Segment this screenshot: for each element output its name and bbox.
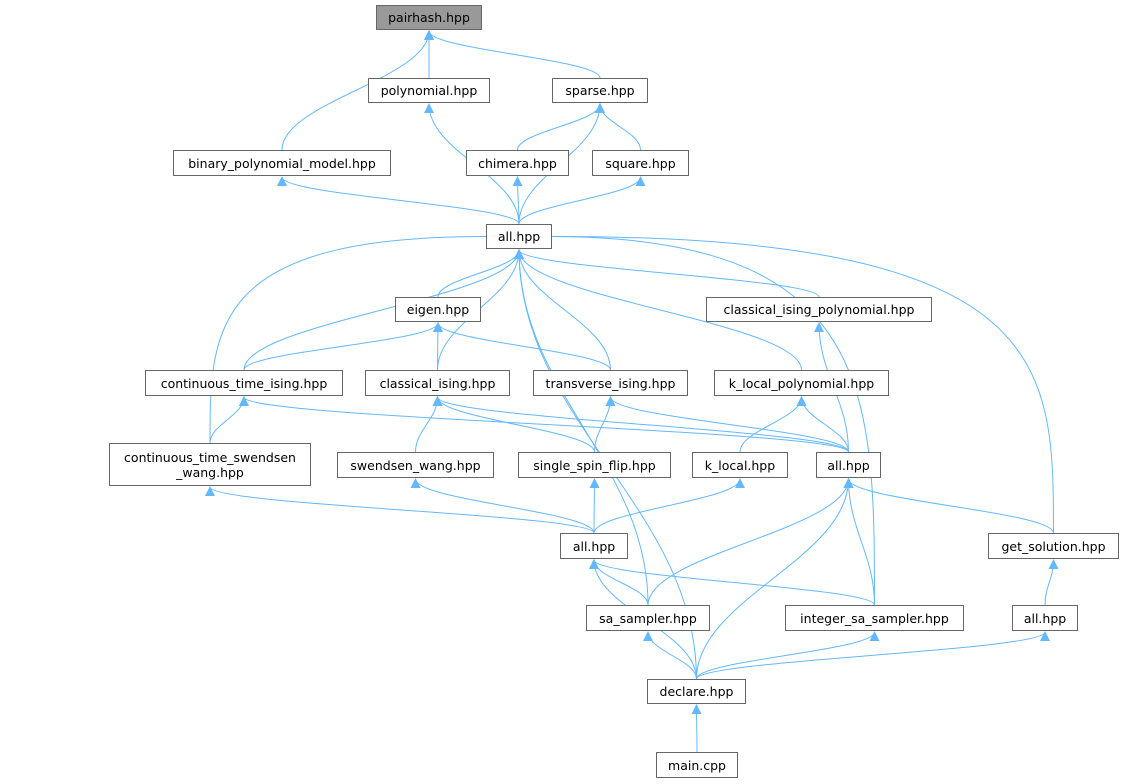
edge-sa-to-all2 bbox=[647, 478, 854, 606]
node-declare[interactable]: declare.hpp bbox=[647, 679, 746, 704]
node-cip[interactable]: classical_ising_polynomial.hpp bbox=[706, 297, 932, 322]
node-ctsw[interactable]: continuous_time_swendsen _wang.hpp bbox=[109, 443, 311, 486]
node-kl[interactable]: k_local.hpp bbox=[692, 452, 788, 478]
edge-kl-to-klp bbox=[739, 396, 807, 453]
edge-declare-to-isa bbox=[696, 631, 880, 680]
edge-sparse-to-pairhash bbox=[424, 30, 601, 79]
edge-all2-to-ti bbox=[605, 396, 849, 453]
edge-isa-to-all2 bbox=[843, 478, 875, 606]
node-ci[interactable]: classical_ising.hpp bbox=[365, 370, 510, 396]
edge-chimera-to-sparse bbox=[517, 103, 605, 151]
edge-klp-to-all1 bbox=[514, 249, 802, 371]
edge-cip-to-all1 bbox=[514, 249, 820, 298]
node-all1[interactable]: all.hpp bbox=[486, 224, 552, 249]
edge-all3-to-kl bbox=[593, 478, 745, 534]
node-main[interactable]: main.cpp bbox=[656, 752, 738, 778]
node-sa[interactable]: sa_sampler.hpp bbox=[586, 605, 710, 631]
edge-declare-to-sa bbox=[643, 631, 697, 680]
edge-ctsw-to-all1 bbox=[209, 231, 497, 444]
node-polynomial[interactable]: polynomial.hpp bbox=[368, 78, 490, 103]
edge-main-to-declare bbox=[691, 704, 702, 753]
node-bpm[interactable]: binary_polynomial_model.hpp bbox=[173, 150, 391, 176]
node-all4[interactable]: all.hpp bbox=[1012, 605, 1078, 631]
edge-all2-to-ci bbox=[432, 396, 849, 453]
node-ti[interactable]: transverse_ising.hpp bbox=[533, 370, 688, 396]
node-square[interactable]: square.hpp bbox=[592, 150, 689, 176]
edge-all3-to-sw bbox=[410, 478, 595, 534]
node-pairhash[interactable]: pairhash.hpp bbox=[376, 5, 482, 30]
edge-ssf-to-ti bbox=[594, 396, 616, 453]
node-eigen[interactable]: eigen.hpp bbox=[395, 297, 481, 322]
edge-ssf-to-ci bbox=[432, 396, 595, 453]
edge-all2-to-klp bbox=[796, 396, 849, 453]
edge-declare-to-all2 bbox=[696, 478, 854, 680]
node-cti[interactable]: continuous_time_ising.hpp bbox=[145, 370, 343, 396]
edge-ti-to-eigen bbox=[433, 322, 611, 371]
edge-eigen-to-all1 bbox=[437, 249, 524, 298]
edge-ci-to-eigen bbox=[432, 322, 443, 371]
node-sparse[interactable]: sparse.hpp bbox=[552, 78, 648, 103]
node-isa[interactable]: integer_sa_sampler.hpp bbox=[785, 605, 964, 631]
edge-all1-to-square bbox=[518, 176, 646, 225]
node-sw[interactable]: swendsen_wang.hpp bbox=[337, 452, 494, 478]
edge-gs-to-all1 bbox=[541, 231, 1054, 534]
node-ssf[interactable]: single_spin_flip.hpp bbox=[518, 452, 671, 478]
node-all3[interactable]: all.hpp bbox=[560, 533, 628, 559]
node-klp[interactable]: k_local_polynomial.hpp bbox=[714, 370, 889, 396]
edge-all1-to-chimera bbox=[512, 176, 523, 225]
edge-square-to-sparse bbox=[595, 103, 641, 151]
edge-sw-to-ci bbox=[415, 396, 443, 453]
edge-all1-to-bpm bbox=[277, 176, 520, 225]
edge-cti-to-eigen bbox=[243, 322, 443, 371]
node-all2[interactable]: all.hpp bbox=[816, 452, 881, 478]
edge-declare-to-all4 bbox=[696, 631, 1050, 680]
node-chimera[interactable]: chimera.hpp bbox=[466, 150, 569, 176]
edge-all3-to-ctsw bbox=[205, 486, 595, 534]
edge-cti-to-all1 bbox=[243, 249, 524, 371]
edge-bpm-to-pairhash bbox=[281, 30, 434, 151]
edge-gs-to-all2 bbox=[843, 478, 1054, 534]
edge-all3-to-ssf bbox=[589, 478, 600, 534]
node-gs[interactable]: get_solution.hpp bbox=[988, 533, 1119, 559]
edge-all2-to-cti bbox=[239, 396, 849, 453]
edge-isa-to-all3 bbox=[589, 559, 875, 606]
edge-ctsw-to-cti bbox=[209, 396, 249, 444]
edge-ti-to-all1 bbox=[514, 249, 611, 371]
edge-all4-to-gs bbox=[1044, 559, 1059, 606]
edge-isa-to-all1 bbox=[541, 231, 875, 606]
